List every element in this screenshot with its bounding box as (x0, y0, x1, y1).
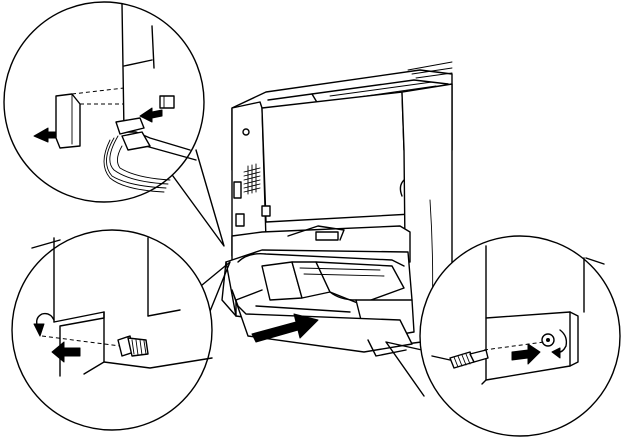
rotate-arrow-icon (35, 312, 55, 329)
interface-port (235, 213, 245, 227)
left-screw-detail (11, 229, 231, 431)
rear-knob (242, 128, 250, 136)
printer-illustration (221, 61, 453, 357)
push-arrow-icon (139, 107, 163, 123)
vent-grille (243, 163, 261, 195)
printer-rear-cover (261, 91, 413, 223)
push-arrow-icon (511, 343, 541, 365)
callout-circle-left (11, 229, 213, 431)
connector-socket (159, 95, 175, 109)
push-arrow-icon (251, 313, 319, 343)
thumbscrew-icon (117, 335, 149, 357)
callout-circle-top (3, 1, 205, 203)
callout-leader-top (169, 149, 225, 247)
connector-plug-icon (115, 117, 145, 135)
cover-plate (55, 93, 81, 149)
callout-leader-left (195, 261, 231, 327)
right-screw-detail (385, 235, 621, 437)
push-arrow-icon (51, 341, 81, 363)
power-switch (233, 181, 242, 199)
push-arrow-icon (33, 127, 57, 143)
duplex-paper-guide (315, 261, 405, 305)
thumbscrew-icon (449, 349, 489, 369)
connector-insertion-detail (3, 1, 225, 247)
duplex-unit (221, 249, 415, 357)
